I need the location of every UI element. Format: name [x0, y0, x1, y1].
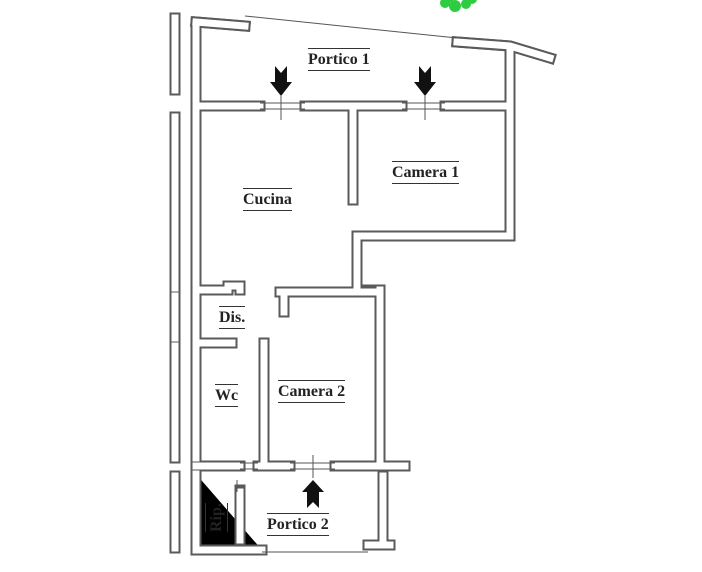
wall-fill: [171, 14, 555, 554]
entrance-arrows: [270, 66, 436, 508]
arrow-down-icon: [414, 66, 436, 96]
room-label-rip: Rip.: [205, 503, 228, 532]
room-label-camera-2: Camera 2: [278, 380, 346, 403]
vegetation-icon: [440, 0, 477, 12]
room-label-portico-2: Portico 2: [267, 513, 329, 536]
thin-lines: [236, 15, 458, 553]
room-label-camera-1: Camera 1: [392, 161, 460, 184]
room-label-portico-1: Portico 1: [308, 48, 370, 71]
room-label-wc: Wc: [215, 384, 239, 407]
arrow-up-icon: [302, 480, 324, 508]
walls: [175, 18, 550, 550]
room-label-cucina: Cucina: [243, 188, 292, 211]
room-label-dis: Dis.: [219, 306, 246, 329]
arrow-down-icon: [270, 66, 292, 96]
